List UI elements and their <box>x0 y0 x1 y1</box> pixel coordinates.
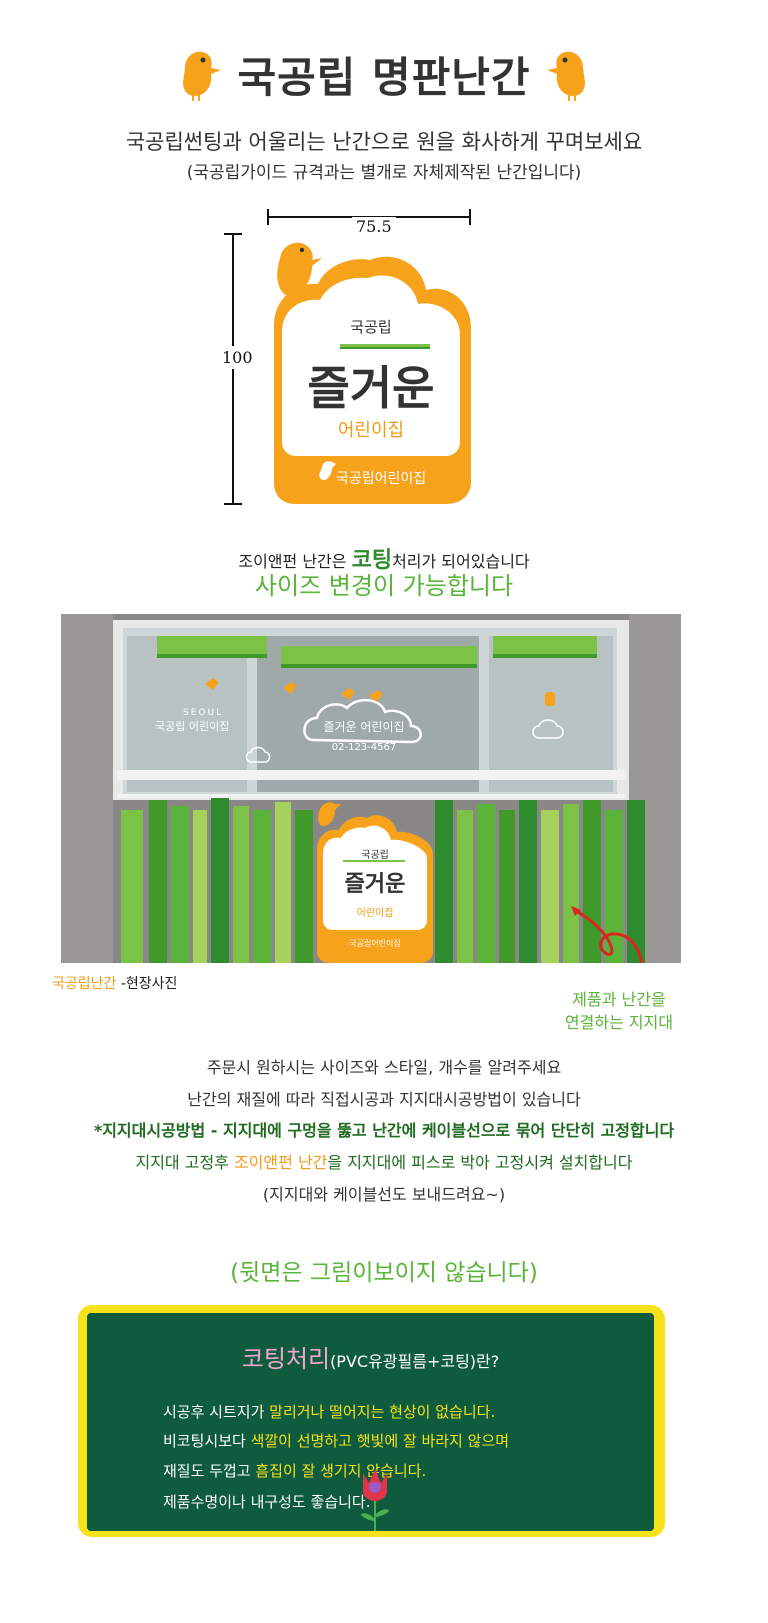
installation-photo: SEOUL 국공립 어린이집 즐거운 어린이집 02-123-4567 국공립 … <box>61 614 681 963</box>
photo-cloud-text: 즐거운 어린이집 <box>323 720 405 734</box>
width-dimension-tick-left <box>267 209 269 225</box>
board-title: 코팅처리(PVC유광필름+코팅)란? <box>87 1339 654 1374</box>
support-label-line1: 제품과 난간을 <box>572 990 666 1009</box>
photo-caption-rest: -현장사진 <box>116 976 178 992</box>
photo-phone: 02-123-4567 <box>331 742 397 753</box>
stripe-header-left <box>157 636 267 658</box>
width-dimension-tick-right <box>469 209 471 225</box>
photo-window-daycare: 국공립 어린이집 <box>155 720 230 733</box>
info-line-material: 난간의 재질에 따라 직접시공과 지지대시공방법이 있습니다 <box>187 1090 581 1109</box>
back-side-note: (뒷면은 그림이보이지 않습니다) <box>230 1260 538 1286</box>
board-line-1-b: 말리거나 떨어지는 현상이 없습니다. <box>269 1403 496 1421</box>
bird-icon-left <box>183 51 222 101</box>
title-row: 국공립 명판난간 <box>0 42 768 106</box>
width-dimension-label: 75.5 <box>352 217 396 236</box>
photo-window-seoul: SEOUL <box>183 708 224 718</box>
height-dimension-tick-top <box>224 233 242 235</box>
board-line-3-b: 흠집이 잘 생기지 않습니다. <box>255 1462 427 1480</box>
resize-note: 사이즈 변경이 가능합니다 <box>254 572 514 600</box>
coating-text-before: 조이앤펀 난간은 <box>238 552 352 571</box>
board-line-1-a: 시공후 시트지가 <box>163 1403 270 1421</box>
board-line-4: 제품수명이나 내구성도 좋습니다. <box>163 1493 371 1511</box>
info-install-highlight: 조이앤펀 난간 <box>233 1153 328 1172</box>
sign-shape <box>274 242 471 504</box>
board-line-2: 비코팅시보다 색깔이 선명하고 햇빛에 잘 바라지 않으며 <box>163 1430 509 1451</box>
board-title-highlight: 코팅처리 <box>241 1345 331 1373</box>
board-line-3-a: 재질도 두껍고 <box>163 1462 256 1480</box>
height-dimension-line <box>232 233 234 505</box>
subtitle: 국공립썬팅과 어울리는 난간으로 원을 화사하게 꾸며보세요 <box>125 130 643 154</box>
railing-slats <box>121 798 645 963</box>
page-title: 국공립 명판난간 <box>237 52 531 102</box>
bird-icon-right <box>546 51 585 101</box>
tulip-icon <box>361 1469 389 1531</box>
support-label: 제품과 난간을 연결하는 지지대 <box>544 988 694 1034</box>
coating-text-after: 처리가 되어있습니다 <box>392 552 530 571</box>
sign-product: 국공립 즐거운 어린이집 국공립어린이집 <box>266 236 476 508</box>
subnote: (국공립가이드 규격과는 별개로 자체제작된 난간입니다) <box>186 163 582 183</box>
info-line-install: 지지대 고정후 조이앤펀 난간을 지지대에 피스로 박아 고정시켜 설치합니다 <box>0 1149 768 1173</box>
coating-board-inner: 코팅처리(PVC유광필름+코팅)란? 시공후 시트지가 말리거나 떨어지는 현상… <box>87 1313 654 1531</box>
photo-scene <box>61 614 681 963</box>
board-line-3: 재질도 두껍고 흠집이 잘 생기지 않습니다. <box>163 1460 426 1481</box>
sign-brand-label: 국공립어린이집 <box>336 471 427 487</box>
sign-sub-label: 어린이집 <box>337 420 405 441</box>
photo-caption: 국공립난간 -현장사진 <box>52 973 177 993</box>
sign-top-label: 국공립 <box>350 318 392 336</box>
board-line-2-a: 비코팅시보다 <box>163 1432 251 1450</box>
photo-caption-highlight: 국공립난간 <box>52 976 117 992</box>
height-dimension-label: 100 <box>222 346 253 369</box>
coating-description: 조이앤펀 난간은 코팅처리가 되어있습니다 <box>0 542 768 574</box>
photo-sign-brand: 국공립어린이집 <box>349 939 401 948</box>
info-install-before: 지지대 고정후 <box>135 1153 234 1172</box>
photo-sign-top: 국공립 <box>361 850 389 861</box>
coating-board: 코팅처리(PVC유광필름+코팅)란? 시공후 시트지가 말리거나 떨어지는 현상… <box>78 1305 665 1537</box>
board-title-rest: (PVC유광필름+코팅)란? <box>330 1352 500 1371</box>
photo-sign-main: 즐거운 <box>344 872 406 897</box>
coating-highlight: 코팅 <box>351 548 393 573</box>
board-line-2-b: 색깔이 선명하고 햇빛에 잘 바라지 않으며 <box>250 1432 510 1450</box>
info-line-method: *지지대시공방법 - 지지대에 구멍을 뚫고 난간에 케이블선으로 묶어 단단히… <box>93 1121 675 1140</box>
height-dimension-tick-bottom <box>224 503 242 505</box>
info-line-included: (지지대와 케이블선도 보내드려요~) <box>262 1185 506 1204</box>
sign-main-label: 즐거운 <box>307 361 435 415</box>
info-line-order: 주문시 원하시는 사이즈와 스타일, 개수를 알려주세요 <box>206 1058 562 1077</box>
info-install-after: 을 지지대에 피스로 박아 고정시켜 설치합니다 <box>327 1153 633 1172</box>
board-line-1: 시공후 시트지가 말리거나 떨어지는 현상이 없습니다. <box>163 1401 495 1422</box>
support-label-line2: 연결하는 지지대 <box>564 1013 674 1032</box>
photo-sign-sub: 어린이집 <box>356 908 394 919</box>
